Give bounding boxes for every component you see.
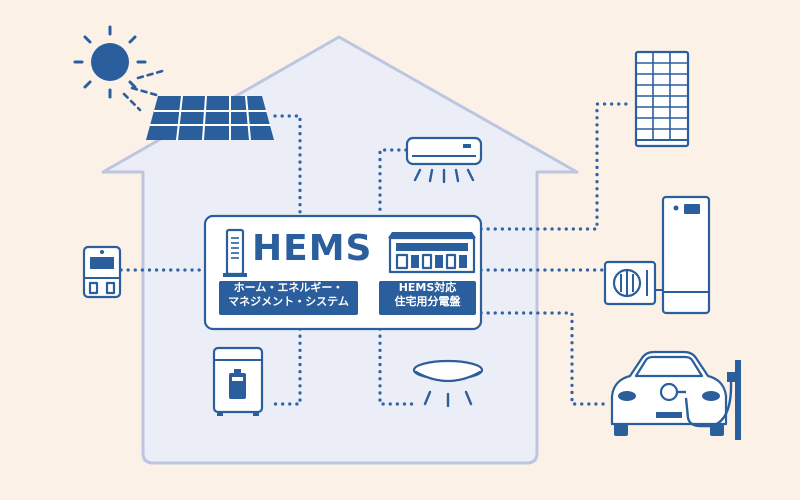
storage-battery-icon <box>212 346 264 416</box>
heat-pump-water-heater-icon <box>603 195 711 315</box>
hems-system-label-line1: ホーム・エネルギー・ <box>233 281 344 294</box>
distribution-board-label: HEMS対応 住宅用分電盤 <box>379 281 476 315</box>
distribution-board-label-line1: HEMS対応 <box>398 281 457 294</box>
smart-meter-icon <box>82 245 122 299</box>
hems-system-label: ホーム・エネルギー・ マネジメント・システム <box>219 281 358 315</box>
hems-system-label-line2: マネジメント・システム <box>228 295 349 308</box>
distribution-board-icon <box>388 232 476 274</box>
hems-title: HEMS <box>252 228 373 269</box>
sun-icon <box>73 25 168 112</box>
solar-panel-icon <box>146 95 274 141</box>
air-conditioner-icon <box>405 136 483 184</box>
distribution-board-label-line2: 住宅用分電盤 <box>394 295 461 308</box>
ceiling-light-icon <box>412 359 484 408</box>
ev-charger-icon <box>676 360 741 440</box>
electric-vehicle-icon <box>610 350 728 436</box>
connection-lines <box>119 102 632 406</box>
fuel-cell-icon <box>634 50 690 148</box>
hems-controller-icon <box>223 228 247 277</box>
